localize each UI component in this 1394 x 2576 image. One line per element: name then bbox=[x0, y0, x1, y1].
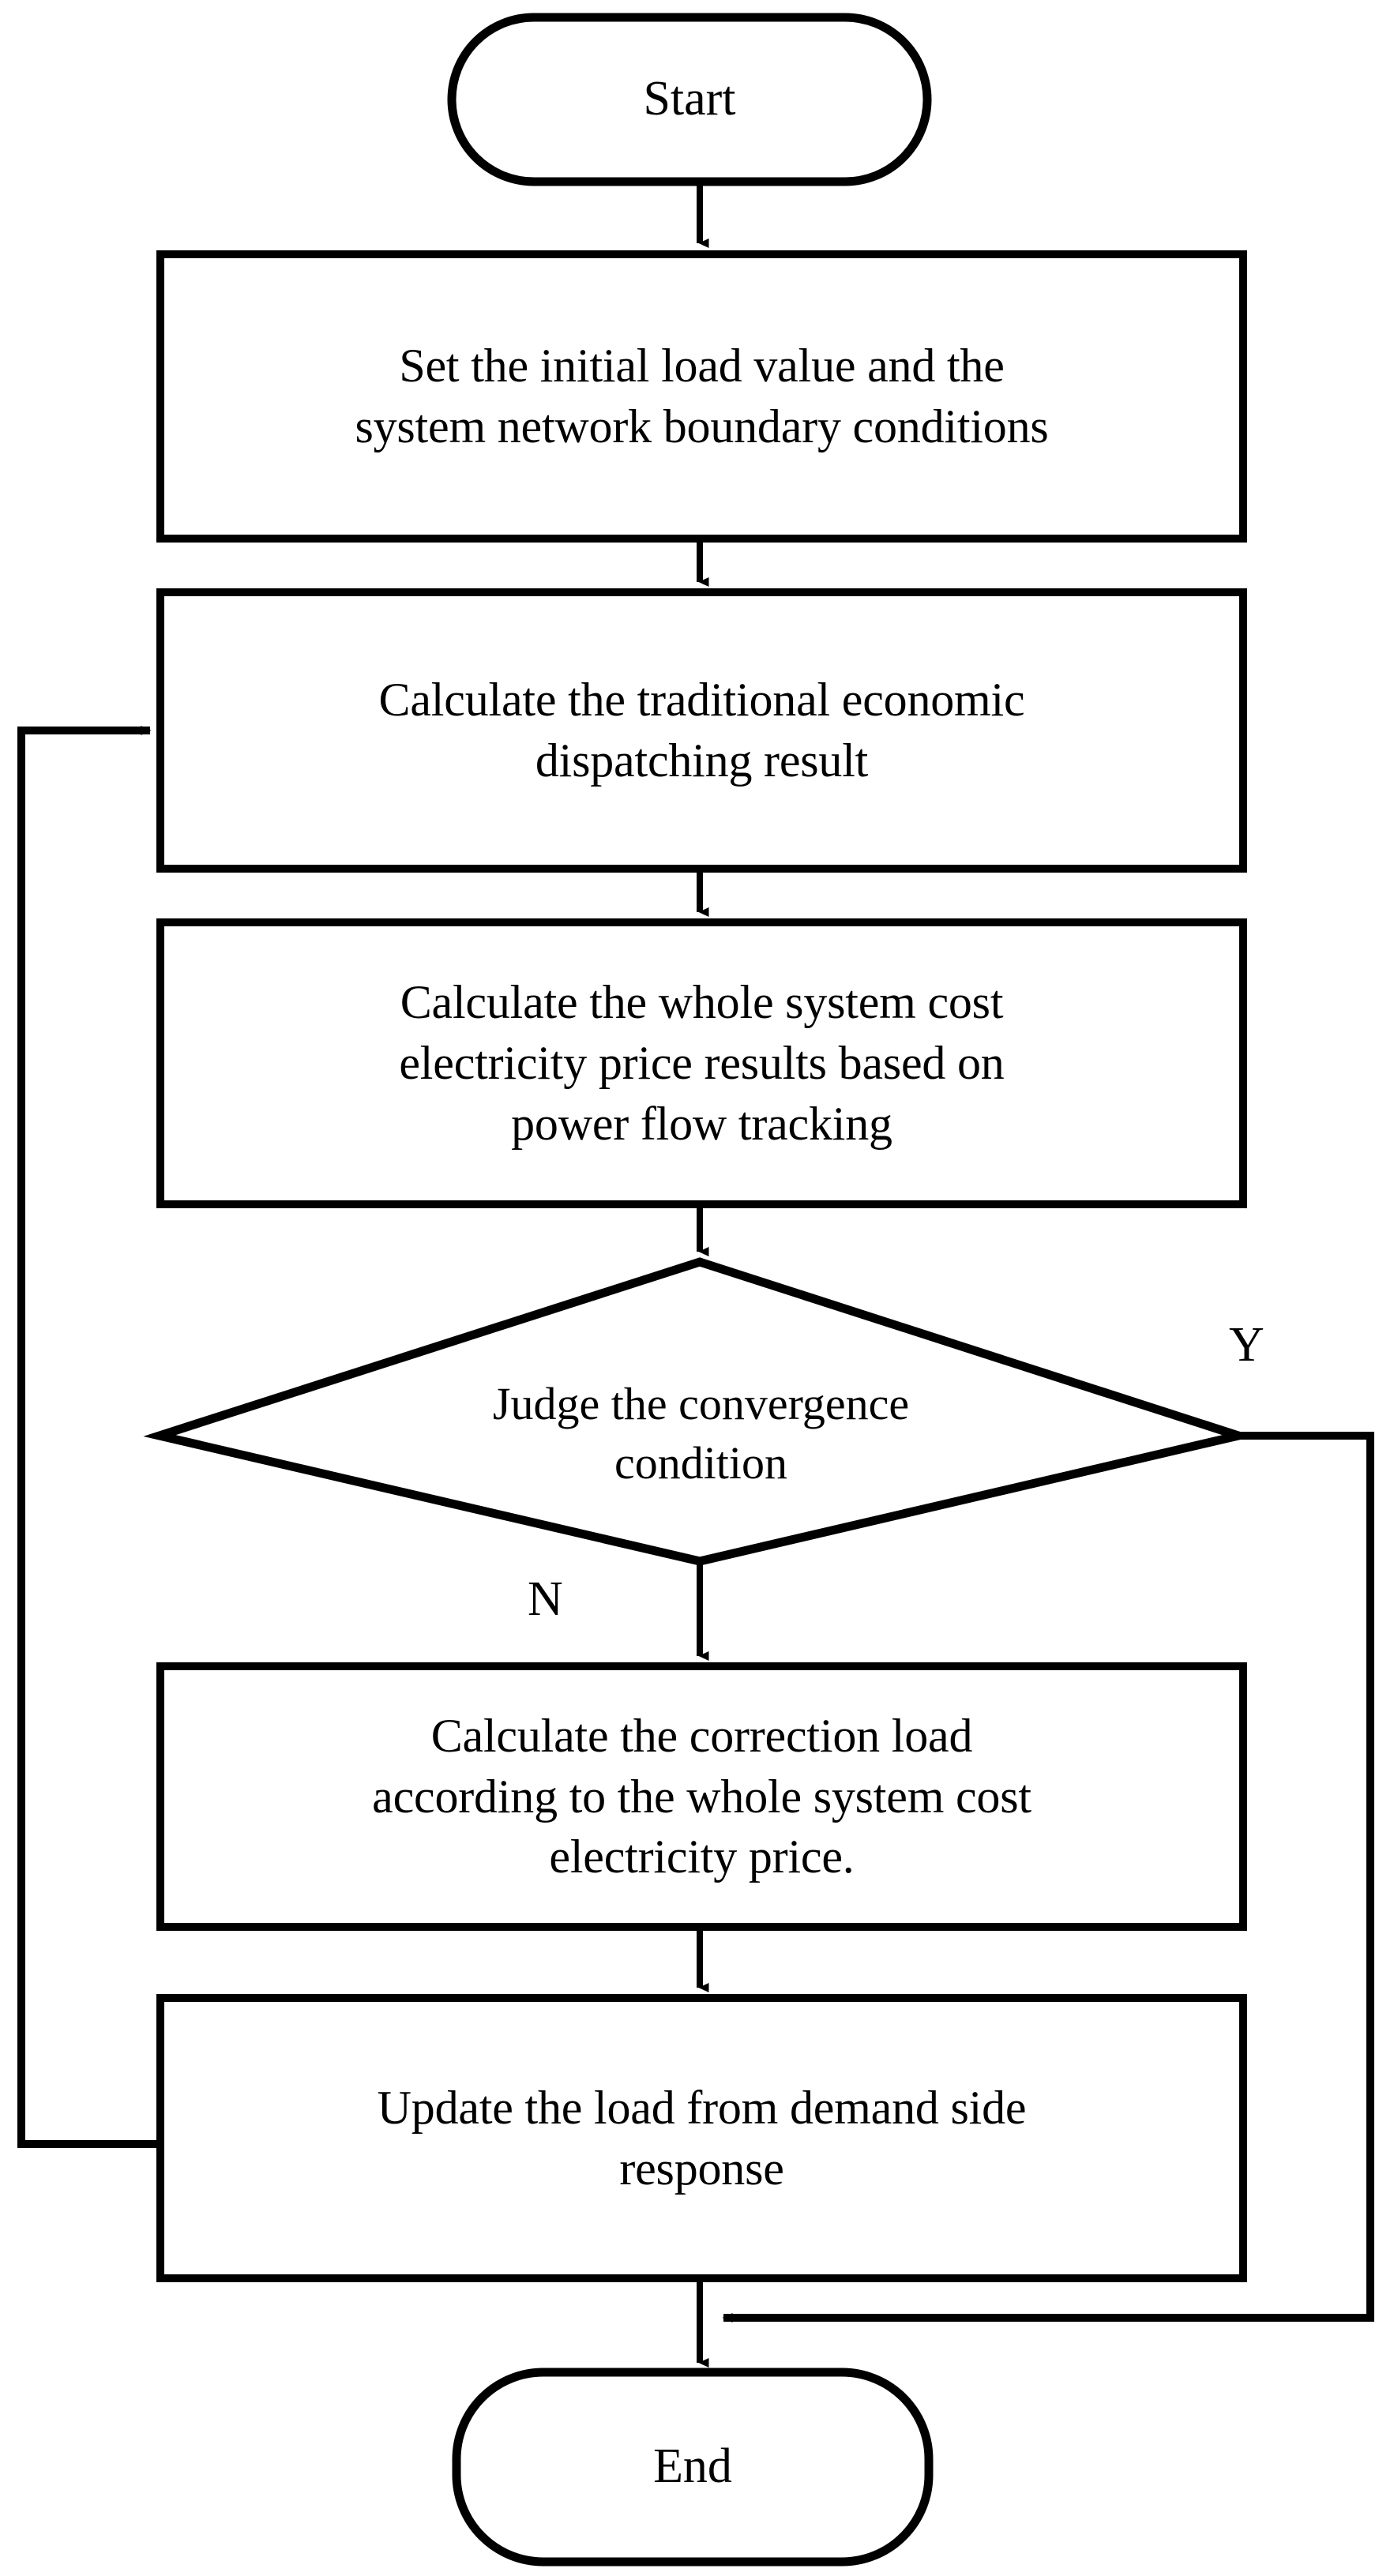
node-init-shape bbox=[156, 250, 1247, 543]
edge-update-dispatch bbox=[17, 726, 160, 2148]
edge-label-yes: Y bbox=[1229, 1318, 1264, 1372]
node-price-shape bbox=[156, 918, 1247, 1208]
node-correction-shape bbox=[156, 1662, 1247, 1931]
node-end-shape bbox=[452, 2368, 934, 2567]
edge-label-no: N bbox=[528, 1572, 563, 1626]
edge-judge-end bbox=[722, 1432, 1374, 2323]
node-dispatch-shape bbox=[156, 588, 1247, 873]
node-update-shape bbox=[156, 1994, 1247, 2282]
node-judge-shape bbox=[143, 1257, 1255, 1566]
node-start-shape bbox=[447, 13, 932, 186]
